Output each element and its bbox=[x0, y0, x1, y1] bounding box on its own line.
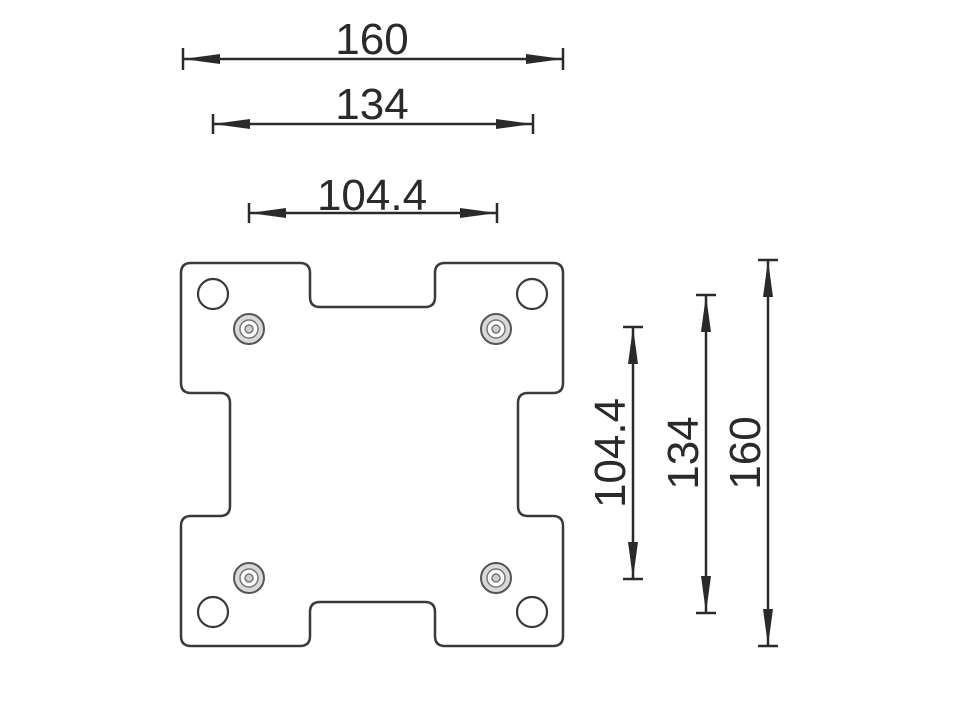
dim-vertical-outer: 160 bbox=[721, 258, 778, 648]
plate-outline bbox=[179, 261, 565, 648]
threaded-boss-bottom-left bbox=[233, 562, 265, 594]
dim-vertical-middle: 134 bbox=[659, 293, 716, 615]
threaded-boss-top-right bbox=[480, 313, 512, 345]
dim-vertical-middle-label: 134 bbox=[659, 416, 708, 489]
dim-horizontal-outer: 160 bbox=[181, 15, 565, 70]
dim-vertical-inner-label: 104.4 bbox=[586, 398, 635, 508]
dim-horizontal-middle: 134 bbox=[211, 80, 535, 134]
dim-vertical-inner: 104.4 bbox=[586, 325, 643, 581]
mounting-hole-top-left bbox=[196, 277, 230, 311]
dim-vertical-outer-label: 160 bbox=[721, 416, 770, 489]
dim-horizontal-inner: 104.4 bbox=[247, 171, 499, 223]
threaded-boss-top-left bbox=[233, 313, 265, 345]
dim-horizontal-outer-label: 160 bbox=[335, 15, 408, 64]
dim-horizontal-inner-label: 104.4 bbox=[317, 171, 427, 220]
mounting-hole-bottom-right bbox=[515, 595, 549, 629]
mounting-hole-top-right bbox=[515, 277, 549, 311]
mounting-hole-bottom-left bbox=[196, 595, 230, 629]
dim-horizontal-middle-label: 134 bbox=[335, 80, 408, 129]
threaded-boss-bottom-right bbox=[480, 562, 512, 594]
